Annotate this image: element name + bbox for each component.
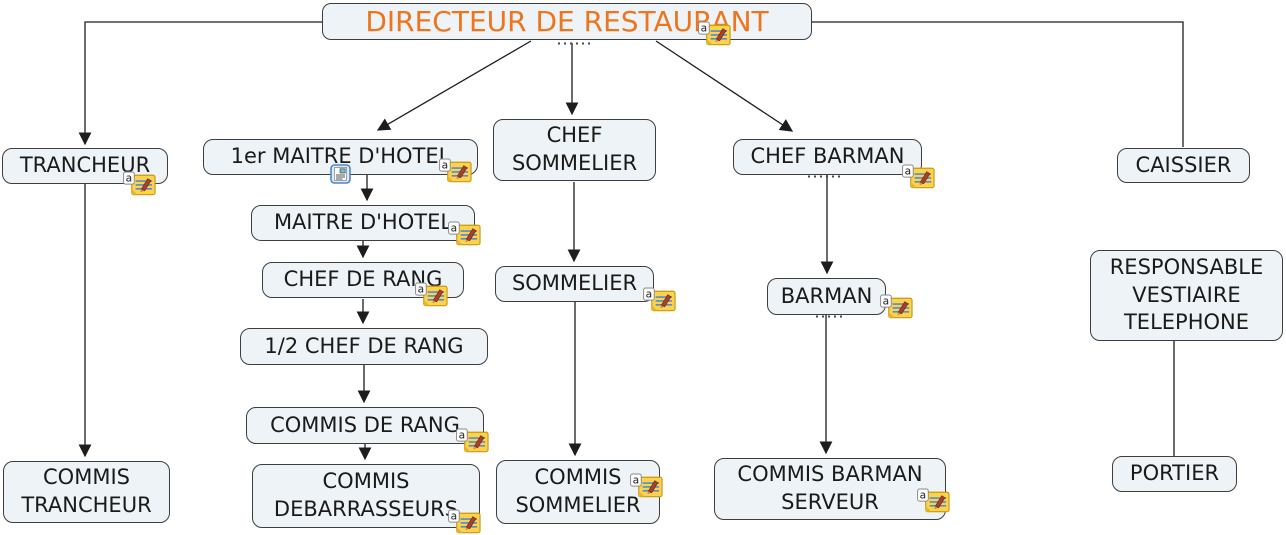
note-edit-icon[interactable]: [698, 21, 731, 47]
node-label: 1er MAITRE D'HOTEL: [230, 144, 451, 169]
node-label: COMMIS DEBARRASSEURS: [273, 469, 459, 521]
node-demi-chef-de-rang[interactable]: 1/2 CHEF DE RANG: [240, 328, 488, 365]
node-maitre-d-hotel[interactable]: MAITRE D'HOTEL: [251, 205, 475, 241]
note-edit-icon[interactable]: [123, 171, 156, 197]
node-barman[interactable]: BARMAN: [767, 278, 886, 315]
node-chef-de-rang[interactable]: CHEF DE RANG: [262, 262, 464, 298]
node-commis-debarrasseurs[interactable]: COMMIS DEBARRASSEURS: [252, 464, 480, 528]
node-directeur-de-restaurant[interactable]: DIRECTEUR DE RESTAURANT: [322, 3, 812, 40]
node-label: MAITRE D'HOTEL: [273, 210, 453, 235]
node-label: CHEF SOMMELIER: [511, 123, 638, 175]
note-edit-icon[interactable]: [439, 158, 472, 184]
node-label: PORTIER: [1129, 461, 1220, 486]
note-edit-icon[interactable]: [630, 473, 663, 499]
node-portier[interactable]: PORTIER: [1112, 456, 1237, 492]
node-label: COMMIS BARMAN SERVEUR: [737, 462, 923, 514]
node-sommelier[interactable]: SOMMELIER: [495, 266, 654, 302]
note-edit-icon[interactable]: [448, 221, 481, 247]
node-chef-barman[interactable]: CHEF BARMAN: [733, 139, 922, 175]
node-label: RESPONSABLE VESTIAIRE TELEPHONE: [1109, 254, 1264, 335]
node-trancheur[interactable]: TRANCHEUR: [2, 148, 168, 184]
note-edit-icon[interactable]: [917, 488, 950, 514]
node-label: CHEF BARMAN: [750, 144, 905, 169]
node-commis-sommelier[interactable]: COMMIS SOMMELIER: [496, 460, 660, 524]
node-label: COMMIS TRANCHEUR: [21, 465, 152, 517]
node-label: COMMIS SOMMELIER: [515, 465, 641, 517]
note-edit-icon[interactable]: [902, 164, 935, 190]
node-label: CAISSIER: [1135, 152, 1232, 177]
node-label: COMMIS DE RANG: [270, 412, 460, 437]
note-edit-icon[interactable]: [880, 294, 913, 320]
document-image-icon[interactable]: [330, 164, 351, 184]
node-label: SOMMELIER: [511, 271, 638, 296]
node-label: BARMAN: [780, 283, 873, 308]
note-edit-icon[interactable]: [643, 287, 676, 313]
note-edit-icon[interactable]: [448, 509, 481, 535]
node-caissier[interactable]: CAISSIER: [1117, 148, 1250, 183]
node-label: 1/2 CHEF DE RANG: [264, 333, 464, 358]
node-chef-sommelier[interactable]: CHEF SOMMELIER: [493, 119, 656, 181]
node-1er-maitre-d-hotel[interactable]: 1er MAITRE D'HOTEL: [203, 139, 478, 175]
node-responsable-vestiaire-telephone[interactable]: RESPONSABLE VESTIAIRE TELEPHONE: [1090, 250, 1283, 341]
note-edit-icon[interactable]: [456, 428, 489, 454]
node-commis-trancheur[interactable]: COMMIS TRANCHEUR: [3, 461, 170, 523]
node-commis-de-rang[interactable]: COMMIS DE RANG: [246, 407, 484, 444]
node-commis-barman-serveur[interactable]: COMMIS BARMAN SERVEUR: [714, 458, 946, 520]
node-label: DIRECTEUR DE RESTAURANT: [365, 4, 769, 38]
note-edit-icon[interactable]: [415, 282, 448, 308]
